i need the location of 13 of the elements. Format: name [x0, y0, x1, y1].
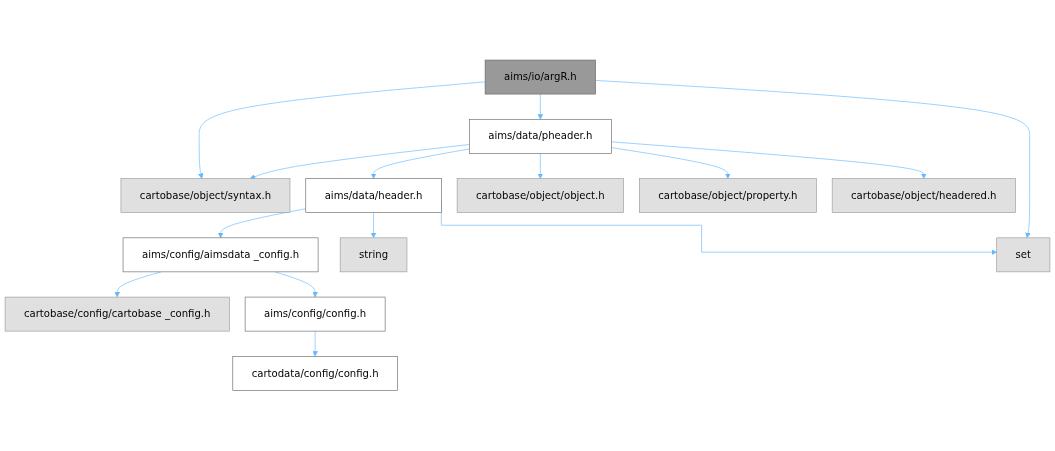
- node-box: cartobase/config/cartobase _config.h: [4, 297, 230, 332]
- node-box: set: [996, 237, 1051, 273]
- node-box: cartobase/object/property.h: [639, 178, 817, 214]
- node-box: aims/io/argR.h: [484, 60, 596, 95]
- node-box: aims/config/config.h: [244, 297, 386, 332]
- node-box: aims/data/pheader.h: [469, 119, 612, 154]
- node-box: aims/config/aimsdata _config.h: [122, 237, 319, 273]
- node-box: cartodata/config/config.h: [232, 356, 398, 391]
- node-box: string: [339, 237, 408, 273]
- node-box: cartobase/object/headered.h: [831, 178, 1016, 214]
- node-box: aims/data/header.h: [305, 178, 442, 214]
- node-box: cartobase/object/syntax.h: [120, 178, 291, 214]
- node-box: cartobase/object/object.h: [456, 178, 624, 214]
